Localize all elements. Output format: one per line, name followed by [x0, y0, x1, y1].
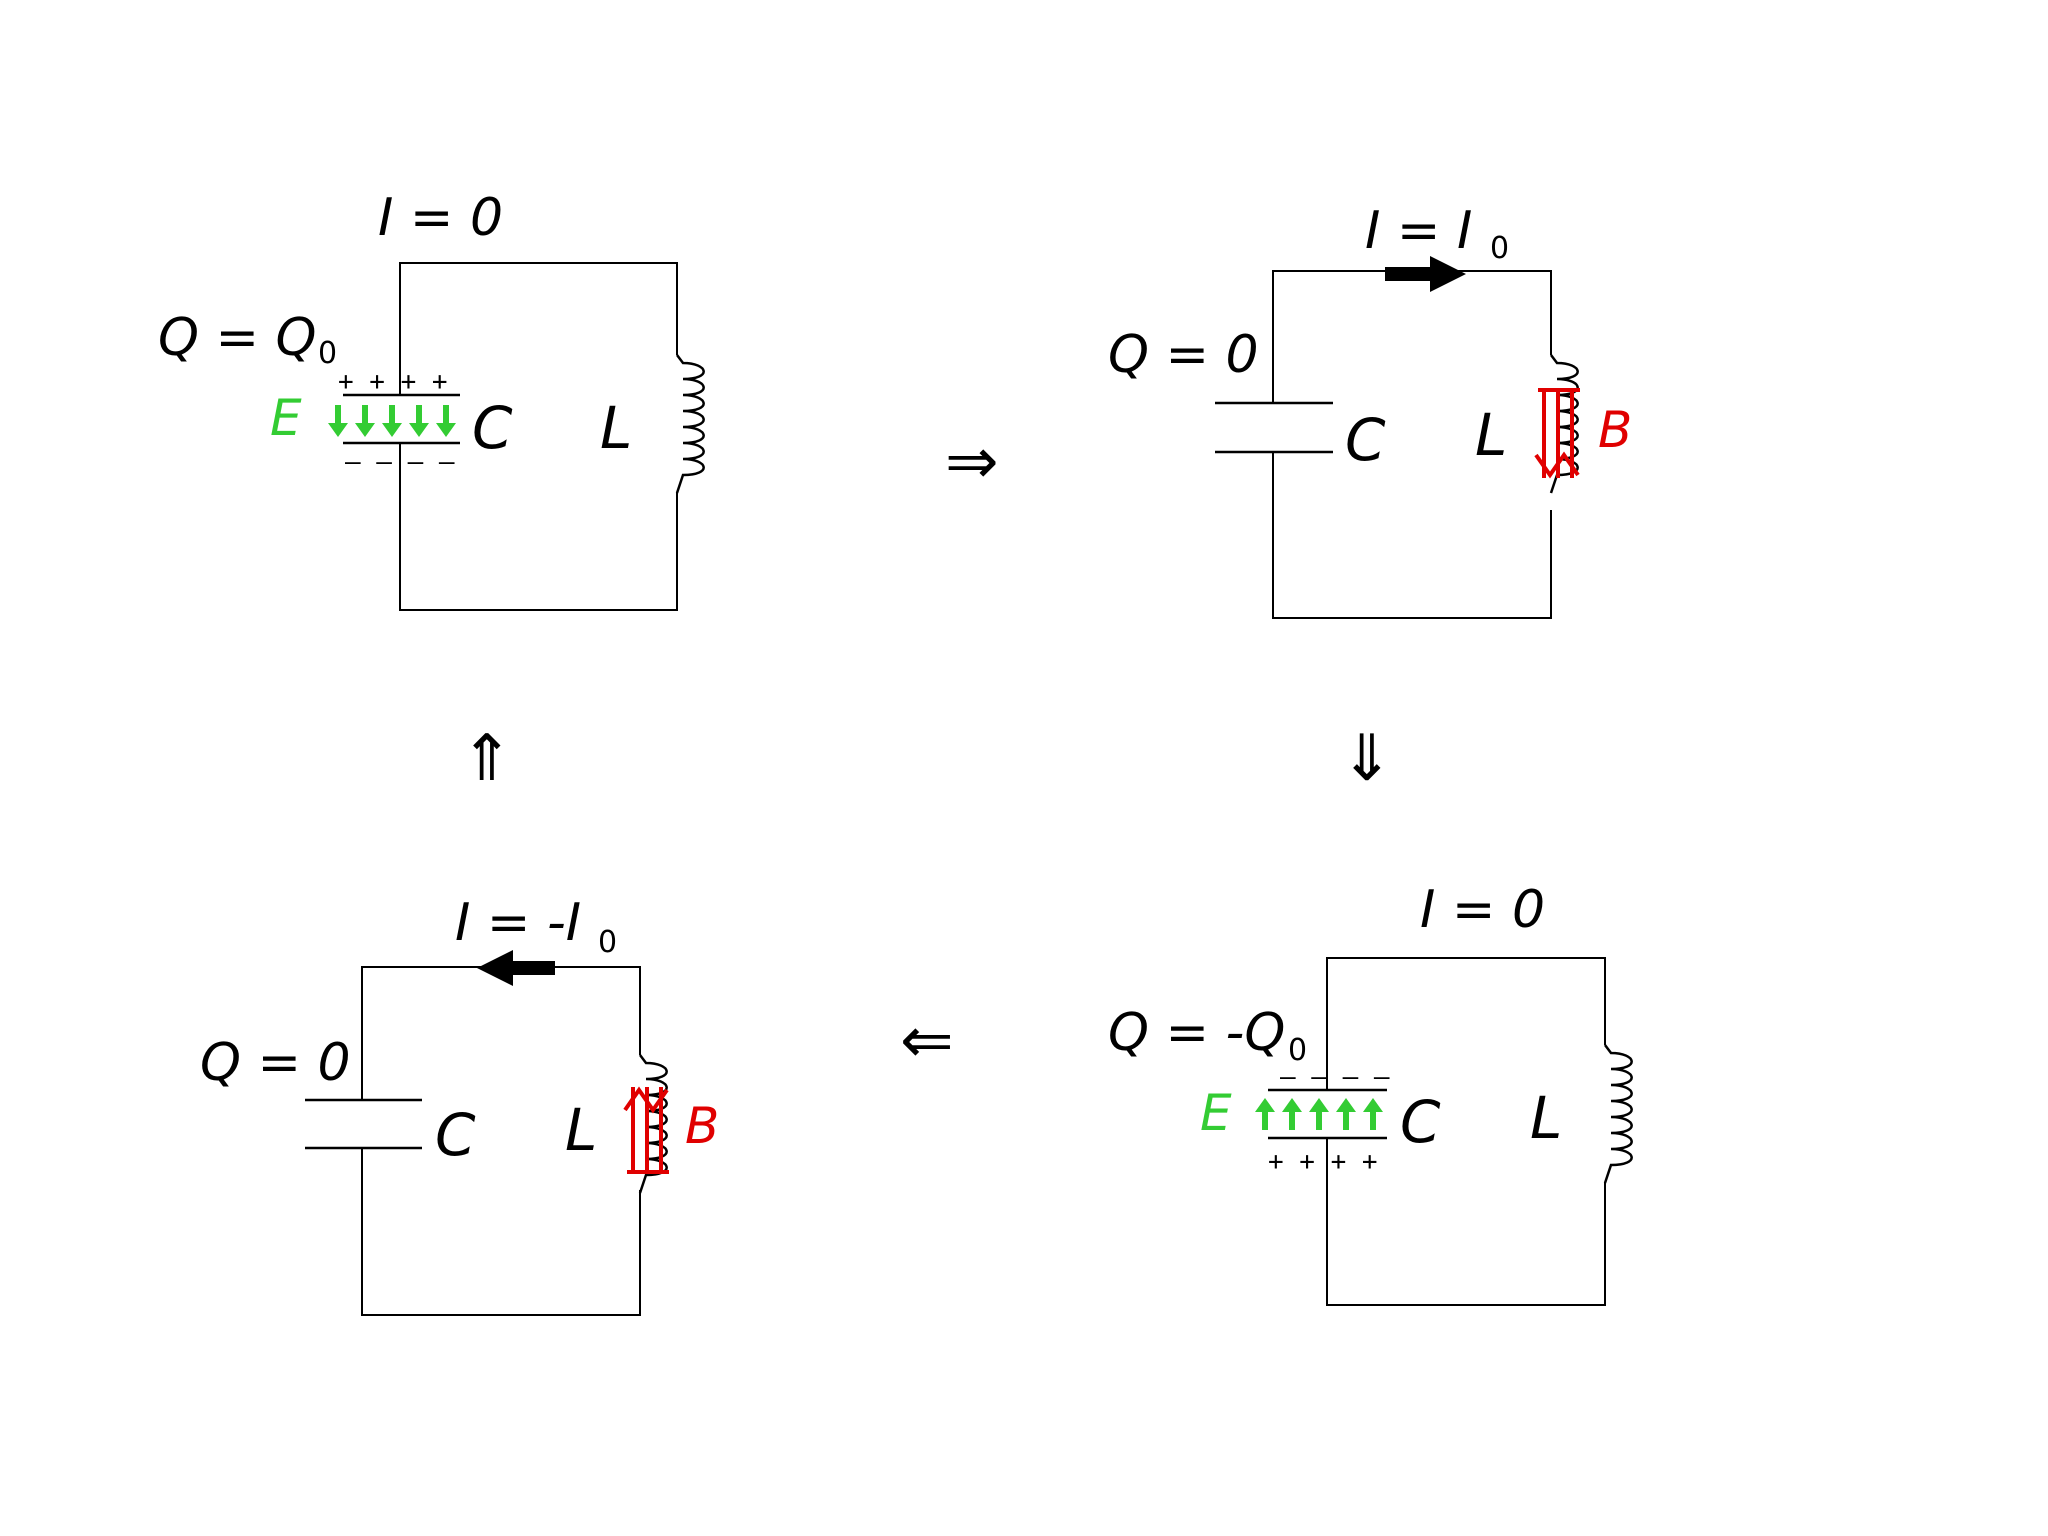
arrow-down: ⇓: [1340, 722, 1394, 796]
circuit-bottom-left: C L B I = -I 0 Q = 0: [200, 893, 719, 1316]
capacitor-label: C: [472, 394, 513, 462]
charge-label: Q = 0: [200, 1033, 351, 1093]
inductor-label: L: [600, 394, 632, 462]
bfield-arrows: [1534, 388, 1580, 479]
current-arrow: [1385, 256, 1466, 292]
capacitor-label: C: [1345, 406, 1386, 474]
efield-arrows: [1255, 1098, 1383, 1130]
inductor-label: L: [1530, 1084, 1562, 1152]
charge-subscript: 0: [1288, 1033, 1307, 1068]
circuit-top-left: + + + + – – – – E C L I = 0 Q = Q 0: [158, 188, 705, 611]
arrow-right: ⇒: [945, 425, 999, 499]
wire: [1272, 452, 1552, 619]
wire: [399, 262, 678, 395]
wire: [1326, 957, 1606, 1090]
charge-subscript: 0: [318, 336, 337, 371]
capacitor-label: C: [1400, 1088, 1441, 1156]
current-label: I = I: [1365, 201, 1472, 261]
wire: [361, 966, 641, 1100]
wire: [361, 1148, 641, 1316]
arrow-left: ⇐: [900, 1004, 954, 1078]
current-label: I = -I: [455, 893, 581, 953]
top-plate-signs: – – – –: [1280, 1062, 1390, 1092]
inductor-coil: [675, 354, 705, 494]
charge-label: Q = -Q: [1108, 1003, 1285, 1063]
arrow-up: ⇑: [460, 722, 514, 796]
current-label: I = 0: [378, 188, 503, 248]
bottom-plate-signs: – – – –: [345, 447, 455, 477]
bfield-label: B: [1598, 401, 1632, 459]
efield-arrows: [328, 405, 456, 437]
bfield-arrows: [623, 1086, 669, 1174]
top-plate-signs: + + + +: [338, 367, 448, 397]
inductor-label: L: [565, 1096, 597, 1164]
wire: [399, 443, 678, 611]
efield-label: E: [1200, 1084, 1232, 1142]
wire: [1326, 1138, 1606, 1306]
inductor-coil: [1603, 1044, 1633, 1184]
wire: [1272, 270, 1552, 403]
capacitor-label: C: [435, 1101, 476, 1169]
current-arrow: [477, 950, 555, 986]
circuit-bottom-right: – – – – + + + + E C L I = 0 Q = -Q 0: [1108, 880, 1633, 1306]
bottom-plate-signs: + + + +: [1268, 1147, 1378, 1177]
circuit-top-right: C L B I = I 0 Q = 0: [1108, 201, 1632, 619]
current-subscript: 0: [598, 925, 617, 960]
current-subscript: 0: [1490, 231, 1509, 266]
current-label: I = 0: [1420, 880, 1545, 940]
inductor-label: L: [1475, 401, 1507, 469]
charge-label: Q = Q: [158, 308, 317, 368]
charge-label: Q = 0: [1108, 325, 1259, 385]
efield-label: E: [270, 389, 302, 447]
bfield-label: B: [685, 1097, 719, 1155]
